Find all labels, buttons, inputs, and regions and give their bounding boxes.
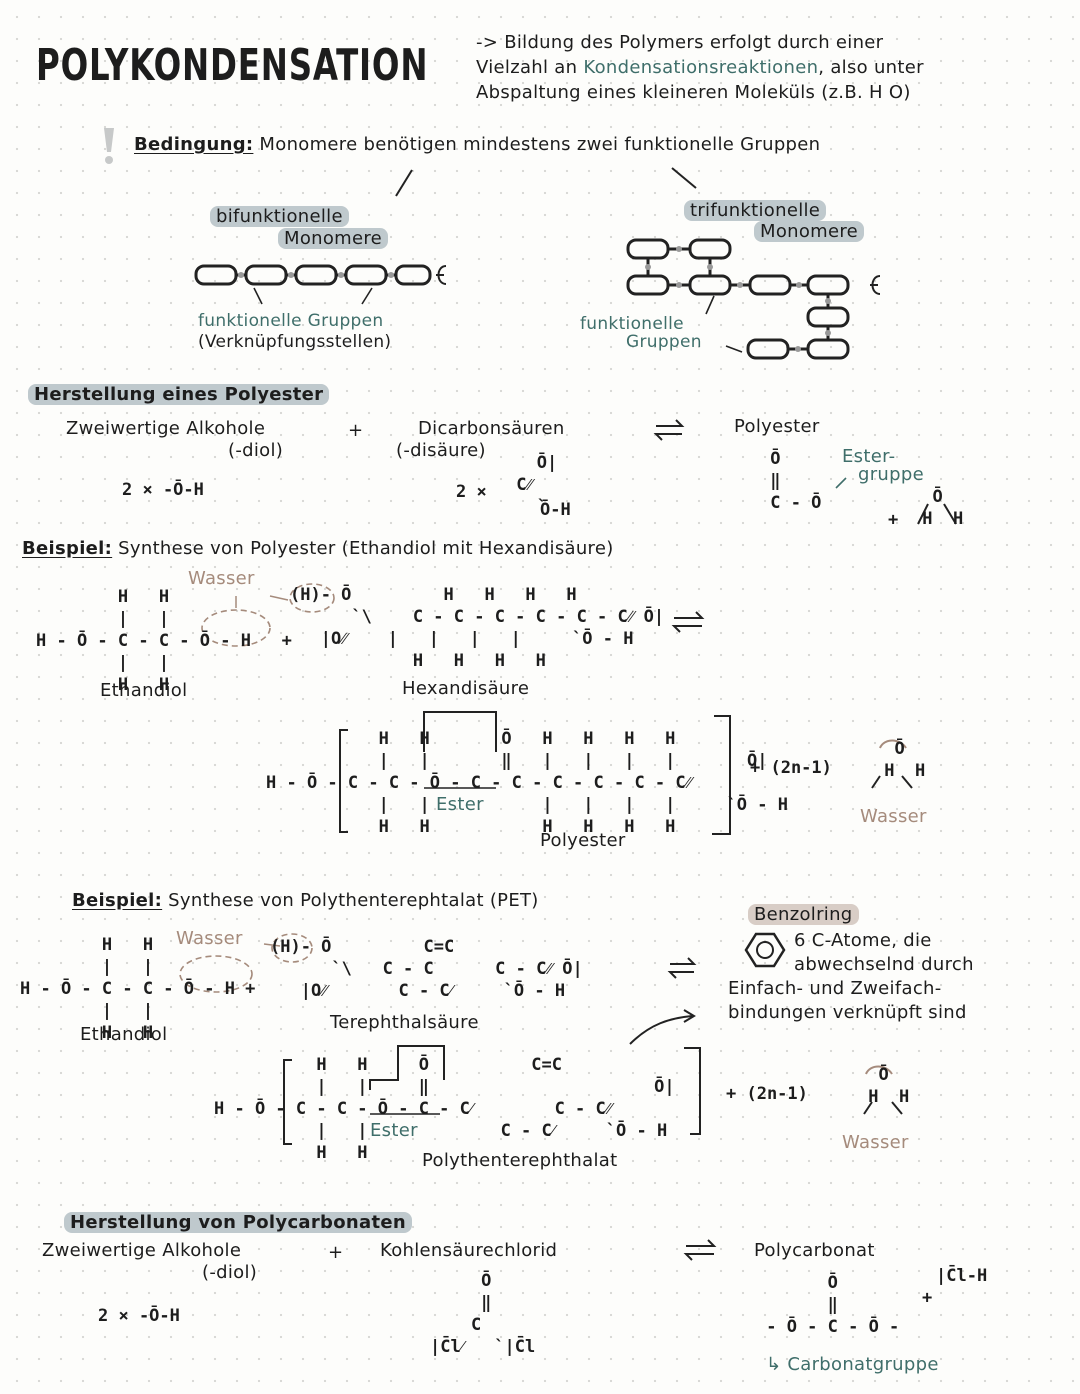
bifunctional-label-1: bifunktionelle bbox=[210, 206, 349, 227]
bifunctional-label-2-text: Monomere bbox=[278, 228, 389, 249]
example1-text: Synthese von Polyester (Ethandiol mit He… bbox=[112, 538, 614, 559]
page-title: POLYKONDENSATION bbox=[36, 40, 429, 91]
ester-group-label-1: Ester- bbox=[842, 446, 896, 467]
water-molecule-2: Ō H H bbox=[884, 739, 926, 781]
example2-label: Beispiel: bbox=[72, 890, 163, 911]
polycarbonate-plus: + bbox=[328, 1242, 344, 1263]
water-molecule-3: Ō H H bbox=[868, 1065, 910, 1107]
bifunctional-label-2: Monomere bbox=[278, 228, 389, 249]
condition-text: Monomere benötigen mindestens zwei funkt… bbox=[253, 134, 821, 155]
intro-line-2-prefix: Vielzahl an bbox=[476, 57, 584, 78]
benzol-text-3: Einfach- und Zweifach- bbox=[728, 978, 942, 999]
bifunctional-groups-2: (Verknüpfungsstellen) bbox=[198, 332, 392, 352]
ester-group-structure: Ō ‖ C - Ō bbox=[770, 449, 822, 513]
example1-line: Beispiel: Synthese von Polyester (Ethand… bbox=[22, 538, 614, 559]
polycarbonate-reactant1-1: Zweiwertige Alkohole bbox=[42, 1240, 242, 1261]
water-label-1: Wasser bbox=[860, 806, 927, 827]
trifunctional-label-1: trifunktionelle bbox=[684, 200, 827, 221]
hcl-plus: + bbox=[922, 1288, 933, 1308]
polycarbonate-heading: Herstellung von Polycarbonaten bbox=[64, 1212, 412, 1233]
polyester-reactant2-1: Dicarbonsäuren bbox=[418, 418, 565, 439]
terephthal-structure: (H)- Ō C=C `\ C - C C - C⁄⁄ Ō| |O⁄⁄ C - … bbox=[270, 937, 583, 1001]
bifunctional-chain-icon bbox=[194, 264, 447, 305]
hcl-formula: |C̄l-H bbox=[936, 1266, 988, 1286]
terephthal-label: Terephthalsäure bbox=[330, 1012, 479, 1033]
polyester-heading-text: Herstellung eines Polyester bbox=[28, 384, 330, 405]
polycarbonate-reactant2: Kohlensäurechlorid bbox=[380, 1240, 558, 1261]
plus-water-sign: + bbox=[888, 510, 899, 530]
intro-line-3: Abspaltung eines kleineren Moleküls (z.B… bbox=[476, 82, 911, 103]
example1-water-label: Wasser bbox=[188, 568, 255, 589]
ester-group-label-2: gruppe bbox=[858, 464, 924, 485]
intro-line-1: -> Bildung des Polymers erfolgt durch ei… bbox=[476, 32, 884, 53]
benzol-text-1: 6 C-Atome, die bbox=[794, 930, 932, 951]
trifunctional-groups-1: funktionelle bbox=[580, 314, 684, 334]
ester-label-1: Ester bbox=[436, 794, 484, 815]
polyester-label: Polyester bbox=[540, 830, 626, 851]
phosgene-structure: Ō ‖ C |C̄l⁄ `|C̄l bbox=[430, 1271, 536, 1357]
carbonate-label: ↳ Carbonatgruppe bbox=[766, 1354, 939, 1375]
polyester-heading: Herstellung eines Polyester bbox=[28, 384, 330, 405]
diacid-group: Ō| C⁄⁄ ` bbox=[516, 453, 558, 517]
bifunctional-label-1-text: bifunktionelle bbox=[210, 206, 349, 227]
polycarbonate-diol-formula: 2 × -Ō-H bbox=[98, 1306, 180, 1326]
polyester-reactant1-1: Zweiwertige Alkohole bbox=[66, 418, 266, 439]
ethandiol-label-1: Ethandiol bbox=[100, 680, 188, 701]
polyester-plus: + bbox=[348, 420, 364, 441]
benzol-ring-icon bbox=[744, 932, 786, 968]
ethandiol-structure-1: H H | | H - Ō - C - C - Ō - H + | | H H bbox=[36, 587, 292, 695]
example2-text: Synthese von Polythenterephtalat (PET) bbox=[162, 890, 539, 911]
trifunctional-groups-2: Gruppen bbox=[626, 332, 702, 352]
example1-label: Beispiel: bbox=[22, 538, 113, 559]
trifunctional-label-2-text: Monomere bbox=[754, 221, 865, 242]
water-molecule-1: Ō H H bbox=[922, 487, 964, 529]
polyester-structure: H H Ō H H H H | | ‖ | | | | Ō| H - Ō - C… bbox=[266, 729, 788, 837]
water-label-2: Wasser bbox=[842, 1132, 909, 1153]
intro-line-2: Vielzahl an Kondensationsreaktionen, als… bbox=[476, 57, 924, 78]
benzol-heading: Benzolring bbox=[748, 904, 859, 925]
intro-highlight: Kondensationsreaktionen bbox=[583, 57, 819, 78]
polycarbonate-heading-text: Herstellung von Polycarbonaten bbox=[64, 1212, 412, 1233]
benzol-text-4: bindungen verknüpft sind bbox=[728, 1002, 967, 1023]
diol-formula: 2 × -Ō-H bbox=[122, 480, 204, 500]
ethandiol-structure-2: H H | | H - Ō - C - C - Ō - H + | | H H bbox=[20, 935, 256, 1043]
benzol-heading-text: Benzolring bbox=[748, 904, 859, 925]
carbonate-structure: Ō ‖ - Ō - C - Ō - bbox=[766, 1273, 900, 1337]
bifunctional-groups-1: funktionelle Gruppen bbox=[198, 311, 384, 331]
example2-water-label: Wasser bbox=[176, 928, 243, 949]
ester-label-2: Ester bbox=[370, 1120, 418, 1141]
diacid-prefix: 2 × bbox=[456, 482, 487, 502]
polyester-reactant2-2: (-disäure) bbox=[396, 440, 486, 461]
benzol-text-2: abwechselnd durch bbox=[794, 954, 974, 975]
trifunctional-label-2: Monomere bbox=[754, 221, 865, 242]
coefficient-2: + (2n-1) bbox=[726, 1084, 808, 1104]
polycarbonate-reactant1-2: (-diol) bbox=[202, 1262, 258, 1283]
exclamation-icon bbox=[104, 128, 114, 164]
polyester-product: Polyester bbox=[734, 416, 820, 437]
pet-structure: H H Ō C=C | | ‖ Ō| H - Ō - C - C - Ō - C… bbox=[214, 1055, 675, 1163]
ethandiol-label-2: Ethandiol bbox=[80, 1024, 168, 1045]
coefficient-1: + (2n-1) bbox=[750, 758, 832, 778]
condition-line: Bedingung: Monomere benötigen mindestens… bbox=[134, 134, 820, 155]
condition-label: Bedingung: bbox=[134, 134, 254, 155]
intro-line-2-suffix: , also unter bbox=[818, 57, 924, 78]
polycarbonate-product: Polycarbonat bbox=[754, 1240, 875, 1261]
pet-label: Polythenterephthalat bbox=[422, 1150, 618, 1171]
diacid-oh: Ō-H bbox=[540, 500, 571, 520]
example2-line: Beispiel: Synthese von Polythenterephtal… bbox=[72, 890, 539, 911]
hexandisaeure-structure: (H)- Ō H H H H `\ C - C - C - C - C - C⁄… bbox=[290, 585, 665, 671]
polyester-reactant1-2: (-diol) bbox=[228, 440, 284, 461]
equilibrium-arrow-icon bbox=[653, 419, 717, 1261]
hexandisaeure-label: Hexandisäure bbox=[402, 678, 530, 699]
trifunctional-label-1-text: trifunktionelle bbox=[684, 200, 827, 221]
